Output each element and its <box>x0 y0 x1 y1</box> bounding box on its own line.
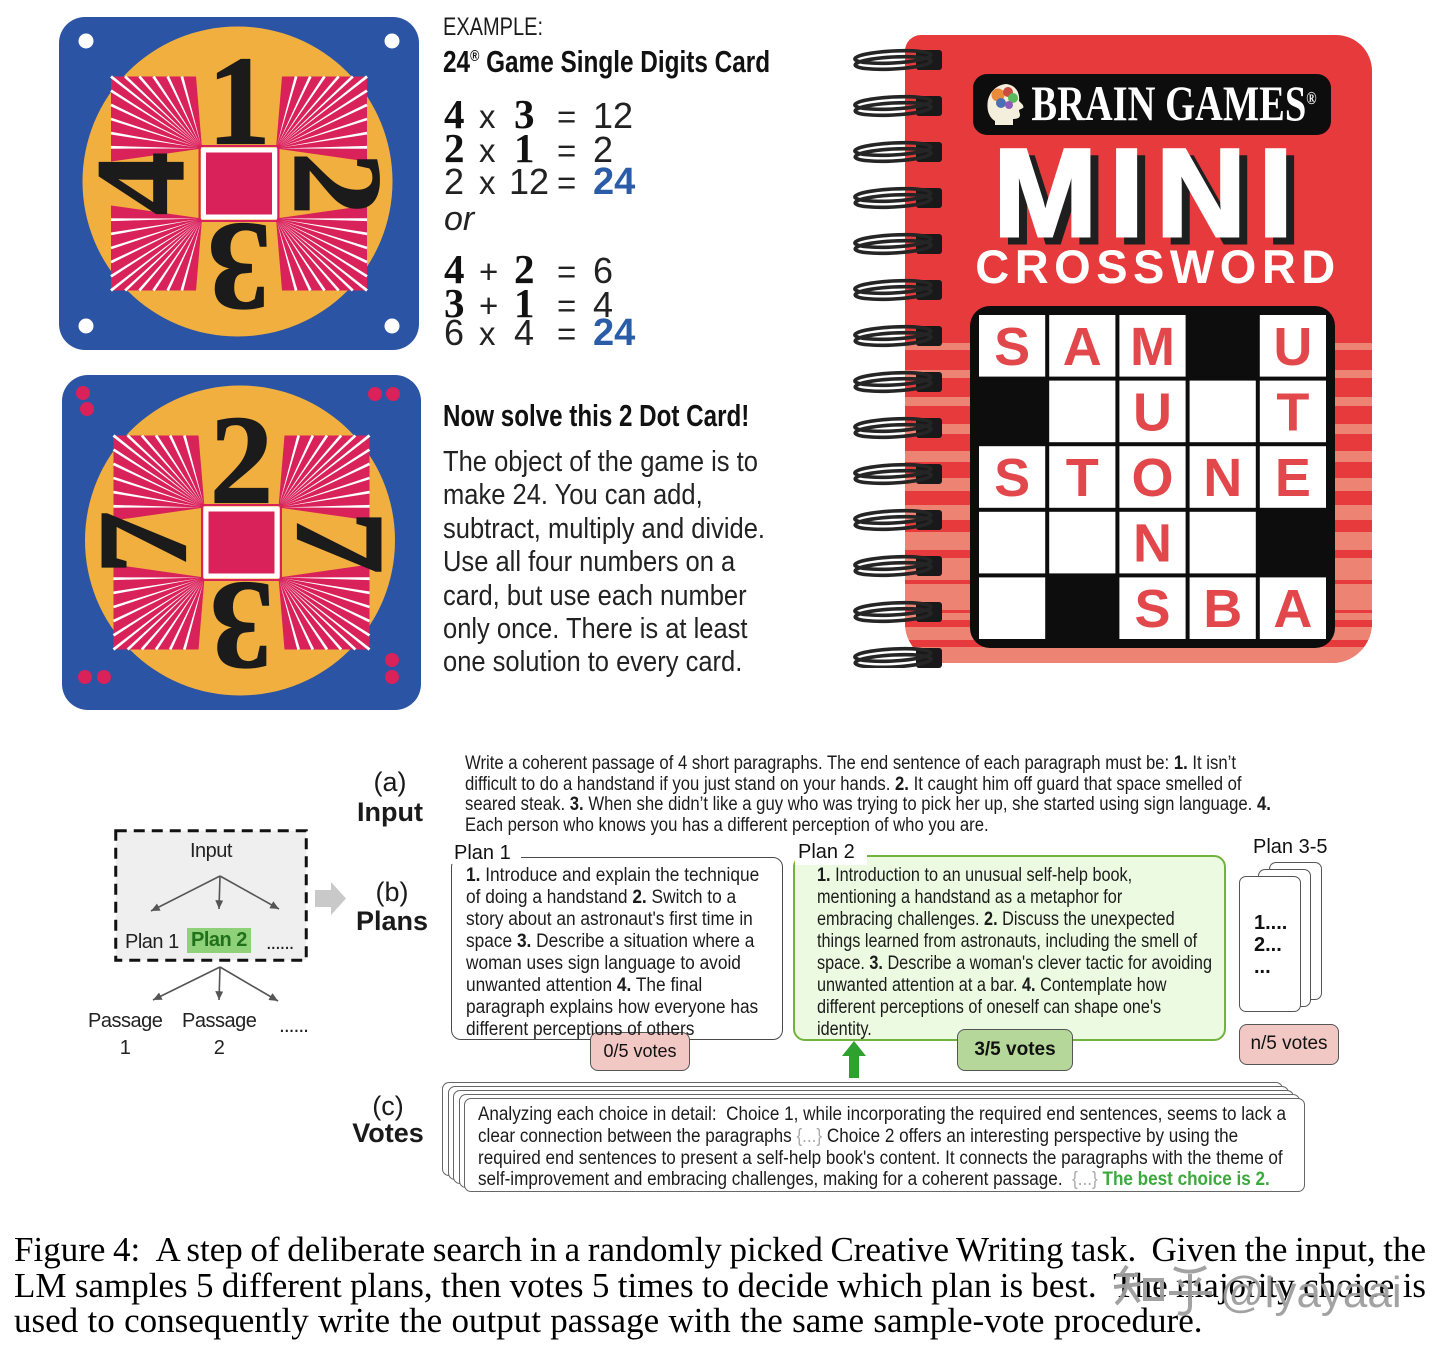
svg-text:2: 2 <box>210 391 274 531</box>
svg-text:N: N <box>1203 448 1242 508</box>
svg-text:A: A <box>1063 317 1102 377</box>
svg-text:T: T <box>1276 382 1309 442</box>
svg-text:S: S <box>994 317 1030 377</box>
svg-text:E: E <box>1275 448 1311 508</box>
svg-text:3: 3 <box>207 197 271 337</box>
svg-text:@lyayaai: @lyayaai <box>1220 1268 1402 1317</box>
svg-text:MINI: MINI <box>993 124 1305 263</box>
svg-text:2: 2 <box>267 152 407 216</box>
svg-text:T: T <box>1066 448 1099 508</box>
svg-text:7: 7 <box>74 511 214 575</box>
svg-text:B: B <box>1203 579 1242 639</box>
svg-text:BRAIN GAMES®: BRAIN GAMES® <box>1031 75 1316 131</box>
svg-text:4: 4 <box>71 152 211 216</box>
svg-text:S: S <box>994 448 1030 508</box>
svg-text:3: 3 <box>210 556 274 696</box>
svg-text:U: U <box>1133 382 1172 442</box>
svg-text:7: 7 <box>270 511 410 575</box>
svg-text:A: A <box>1273 579 1312 639</box>
svg-text:S: S <box>1134 579 1170 639</box>
svg-text:N: N <box>1133 514 1172 574</box>
svg-text:O: O <box>1131 448 1173 508</box>
svg-text:MINI: MINI <box>1001 131 1313 270</box>
svg-text:U: U <box>1273 317 1312 377</box>
svg-text:M: M <box>1130 317 1175 377</box>
svg-text:CROSSWORD: CROSSWORD <box>975 240 1340 293</box>
svg-text:1: 1 <box>207 32 271 172</box>
